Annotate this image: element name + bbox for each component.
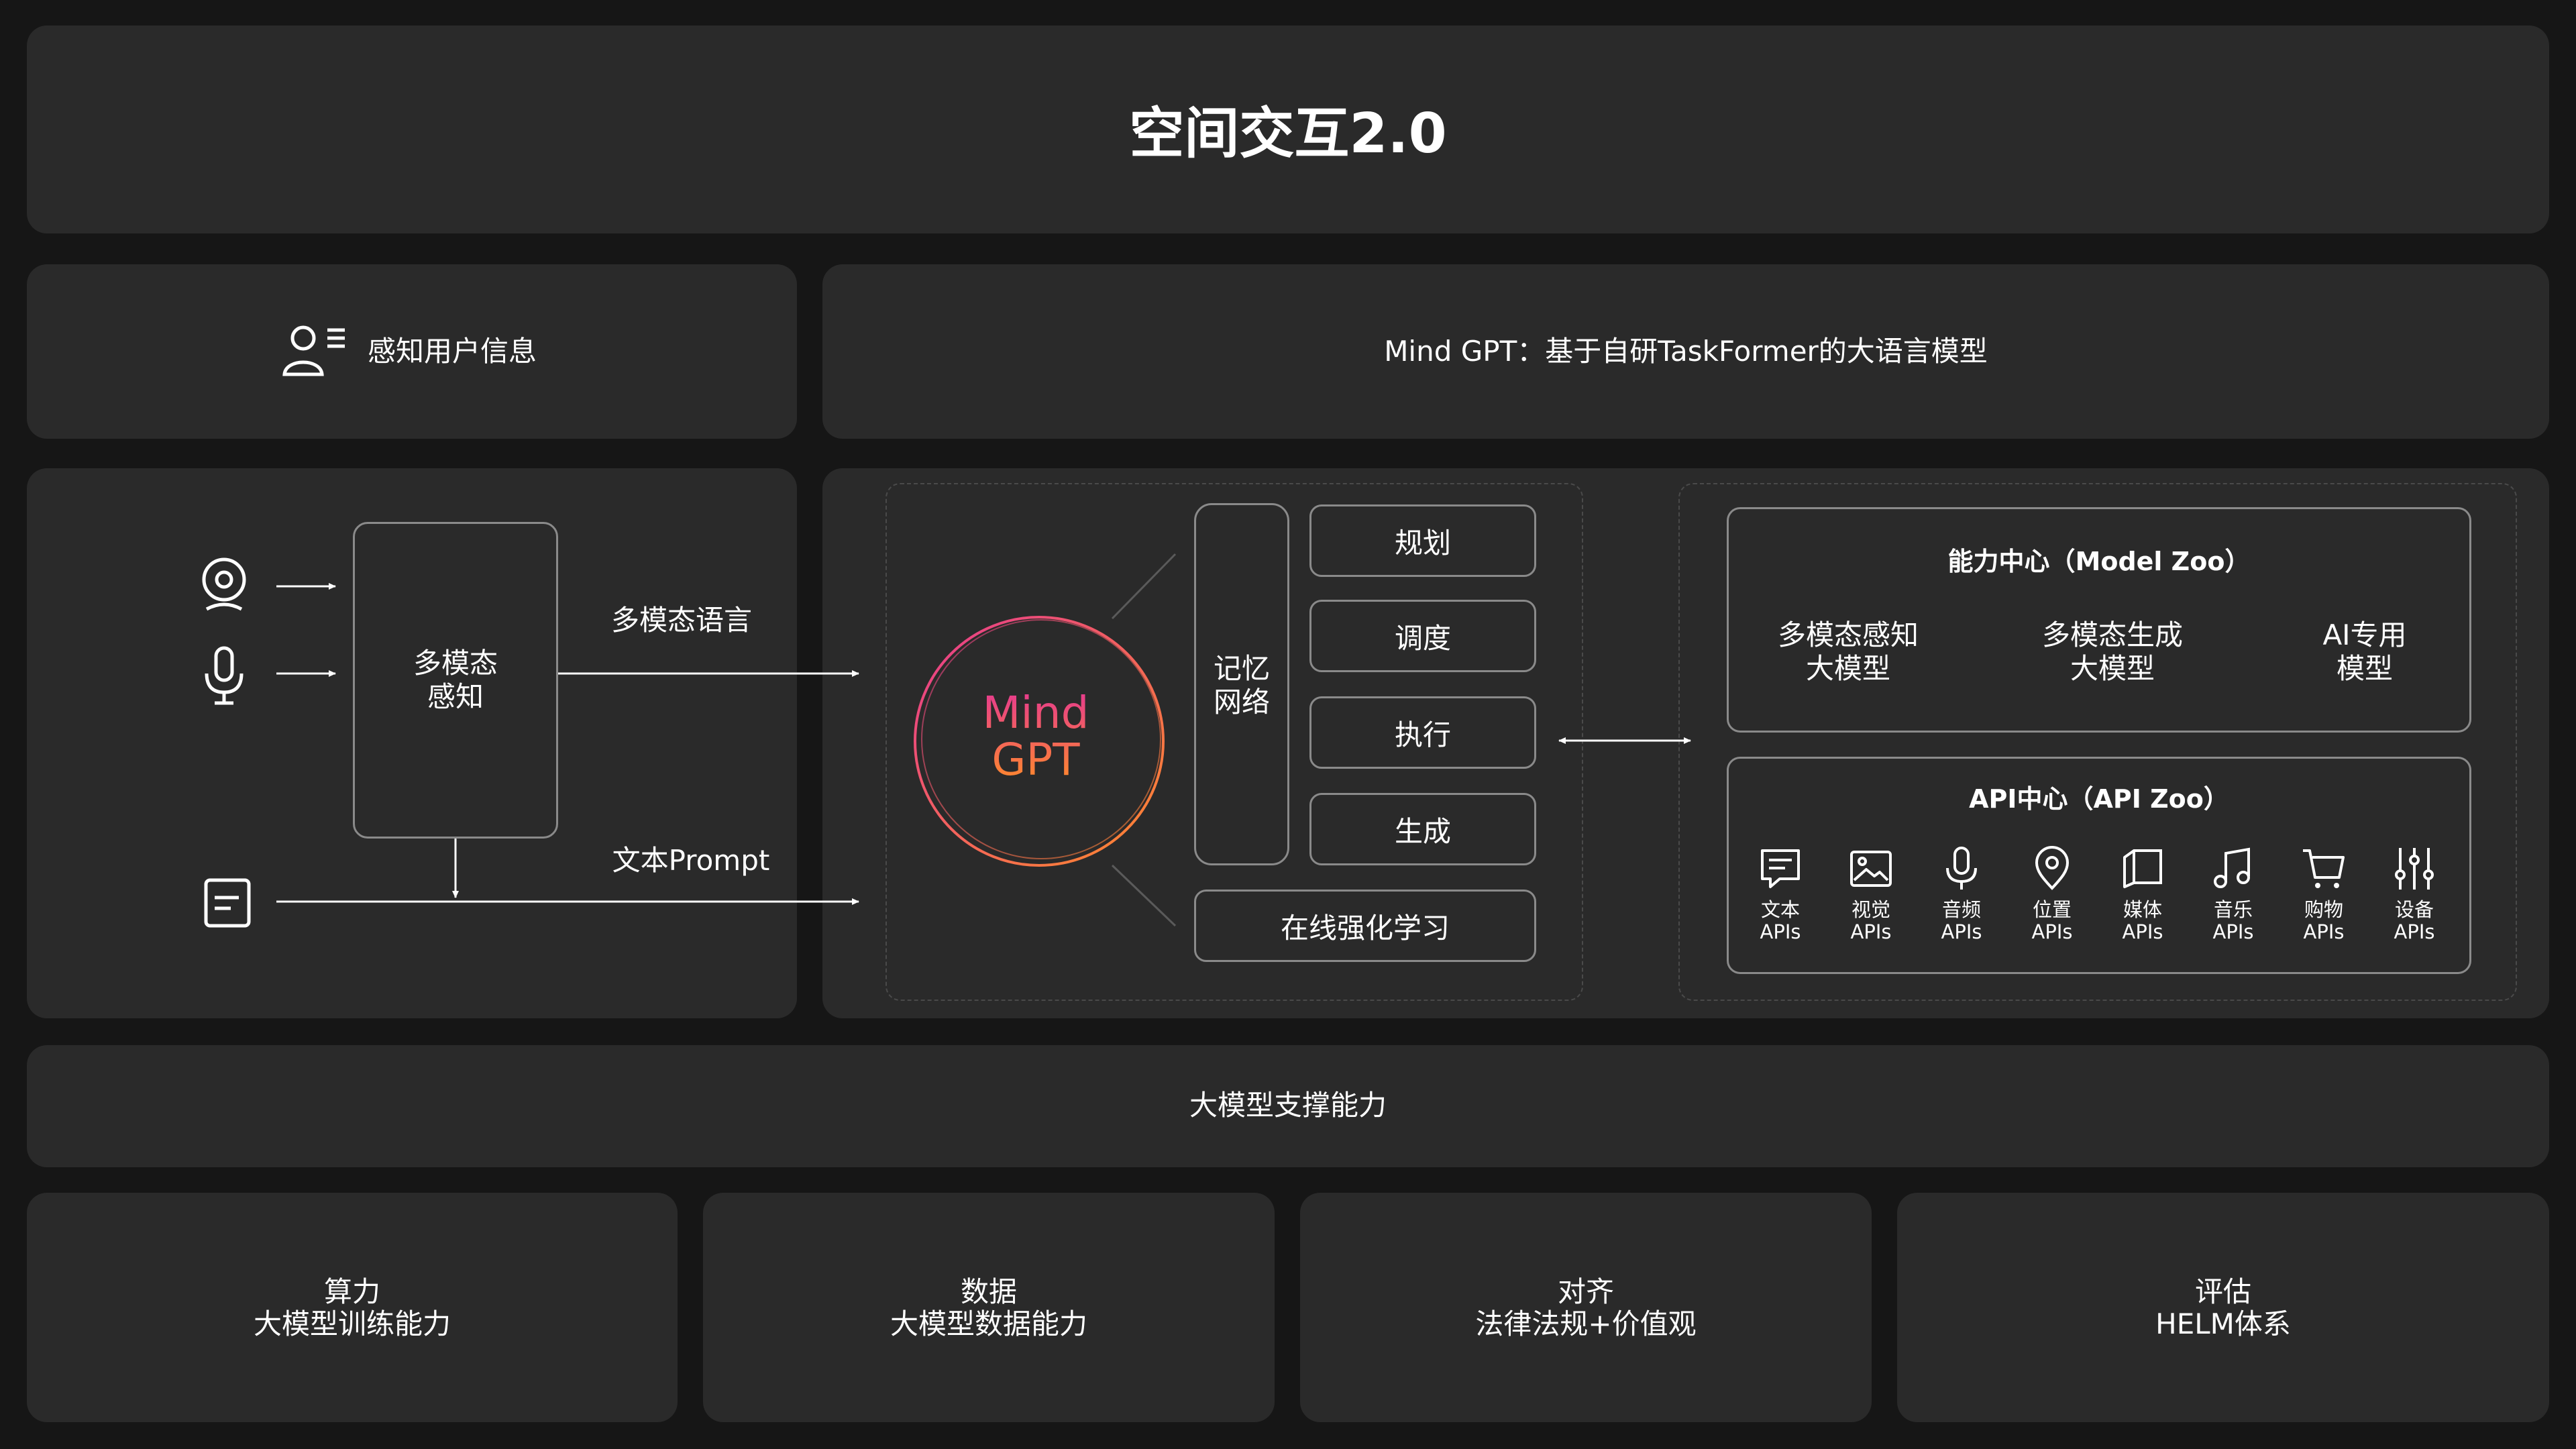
sliders-icon (2395, 848, 2434, 890)
api-zoo-box (1727, 757, 2471, 974)
media-icon (2123, 849, 2162, 888)
header-panel: 空间交互2.0 (27, 25, 2549, 233)
mind-gpt-core-label: Mind GPT (935, 690, 1136, 784)
model-zoo-item-ai-specialized: AI专用 模型 (2322, 619, 2407, 685)
model-zoo-box (1727, 507, 2471, 733)
text-prompt-label: 文本Prompt (612, 844, 770, 877)
core-fan-line-top (1111, 553, 1177, 620)
multimodal-language-label: 多模态语言 (610, 604, 752, 637)
text-document-icon (204, 878, 251, 928)
api-item-text: 文本 APIs (1740, 845, 1821, 943)
mind-gpt-core-circle (914, 616, 1165, 867)
support-card-data: 数据 大模型数据能力 (703, 1193, 1275, 1422)
shopping-cart-icon (2303, 849, 2345, 888)
camera-icon (202, 557, 246, 611)
api-item-location: 位置 APIs (2012, 845, 2092, 943)
memory-network-label: 记忆 网络 (1213, 652, 1270, 718)
support-title: 大模型支撑能力 (1189, 1089, 1387, 1122)
model-zoo-title: 能力中心（Model Zoo） (1947, 547, 2251, 576)
perception-title: 感知用户信息 (368, 335, 537, 368)
api-item-audio: 音频 APIs (1921, 845, 2002, 943)
support-card-evaluation: 评估 HELM体系 (1897, 1193, 2549, 1422)
user-info-icon (282, 325, 345, 376)
perception-diagram-panel (27, 468, 797, 1018)
api-item-music: 音乐 APIs (2193, 845, 2273, 943)
location-pin-icon (2035, 846, 2070, 890)
api-zoo-title: API中心（API Zoo） (1969, 784, 2229, 814)
step-generate: 生成 (1309, 793, 1536, 865)
microphone-icon (205, 646, 244, 705)
music-note-icon (2214, 847, 2250, 888)
mind-gpt-title-panel: Mind GPT：基于自研TaskFormer的大语言模型 (822, 264, 2549, 439)
step-execute: 执行 (1309, 696, 1536, 769)
model-zoo-item-generation: 多模态生成 大模型 (2041, 619, 2183, 685)
core-fan-line-bottom (1111, 864, 1177, 927)
online-learning-box: 在线强化学习 (1194, 890, 1536, 962)
multimodal-perception-box (353, 522, 558, 839)
support-title-panel: 大模型支撑能力 (27, 1045, 2549, 1167)
api-item-vision: 视觉 APIs (1831, 845, 1911, 943)
api-item-media: 媒体 APIs (2102, 845, 2183, 943)
multimodal-perception-label: 多模态 感知 (413, 647, 498, 713)
perception-title-panel: 感知用户信息 (27, 264, 797, 439)
chat-text-icon (1761, 849, 1800, 888)
support-card-alignment: 对齐 法律法规+价值观 (1300, 1193, 1872, 1422)
step-plan: 规划 (1309, 504, 1536, 577)
model-zoo-item-perception: 多模态感知 大模型 (1777, 619, 1919, 685)
step-schedule: 调度 (1309, 600, 1536, 672)
api-item-shopping: 购物 APIs (2284, 845, 2364, 943)
microphone-icon (1946, 847, 1977, 890)
support-card-compute: 算力 大模型训练能力 (27, 1193, 678, 1422)
image-icon (1850, 851, 1892, 887)
api-item-device: 设备 APIs (2374, 845, 2455, 943)
page-title: 空间交互2.0 (1129, 102, 1447, 166)
mind-gpt-title: Mind GPT：基于自研TaskFormer的大语言模型 (1384, 335, 1988, 368)
memory-network-box (1194, 503, 1289, 865)
